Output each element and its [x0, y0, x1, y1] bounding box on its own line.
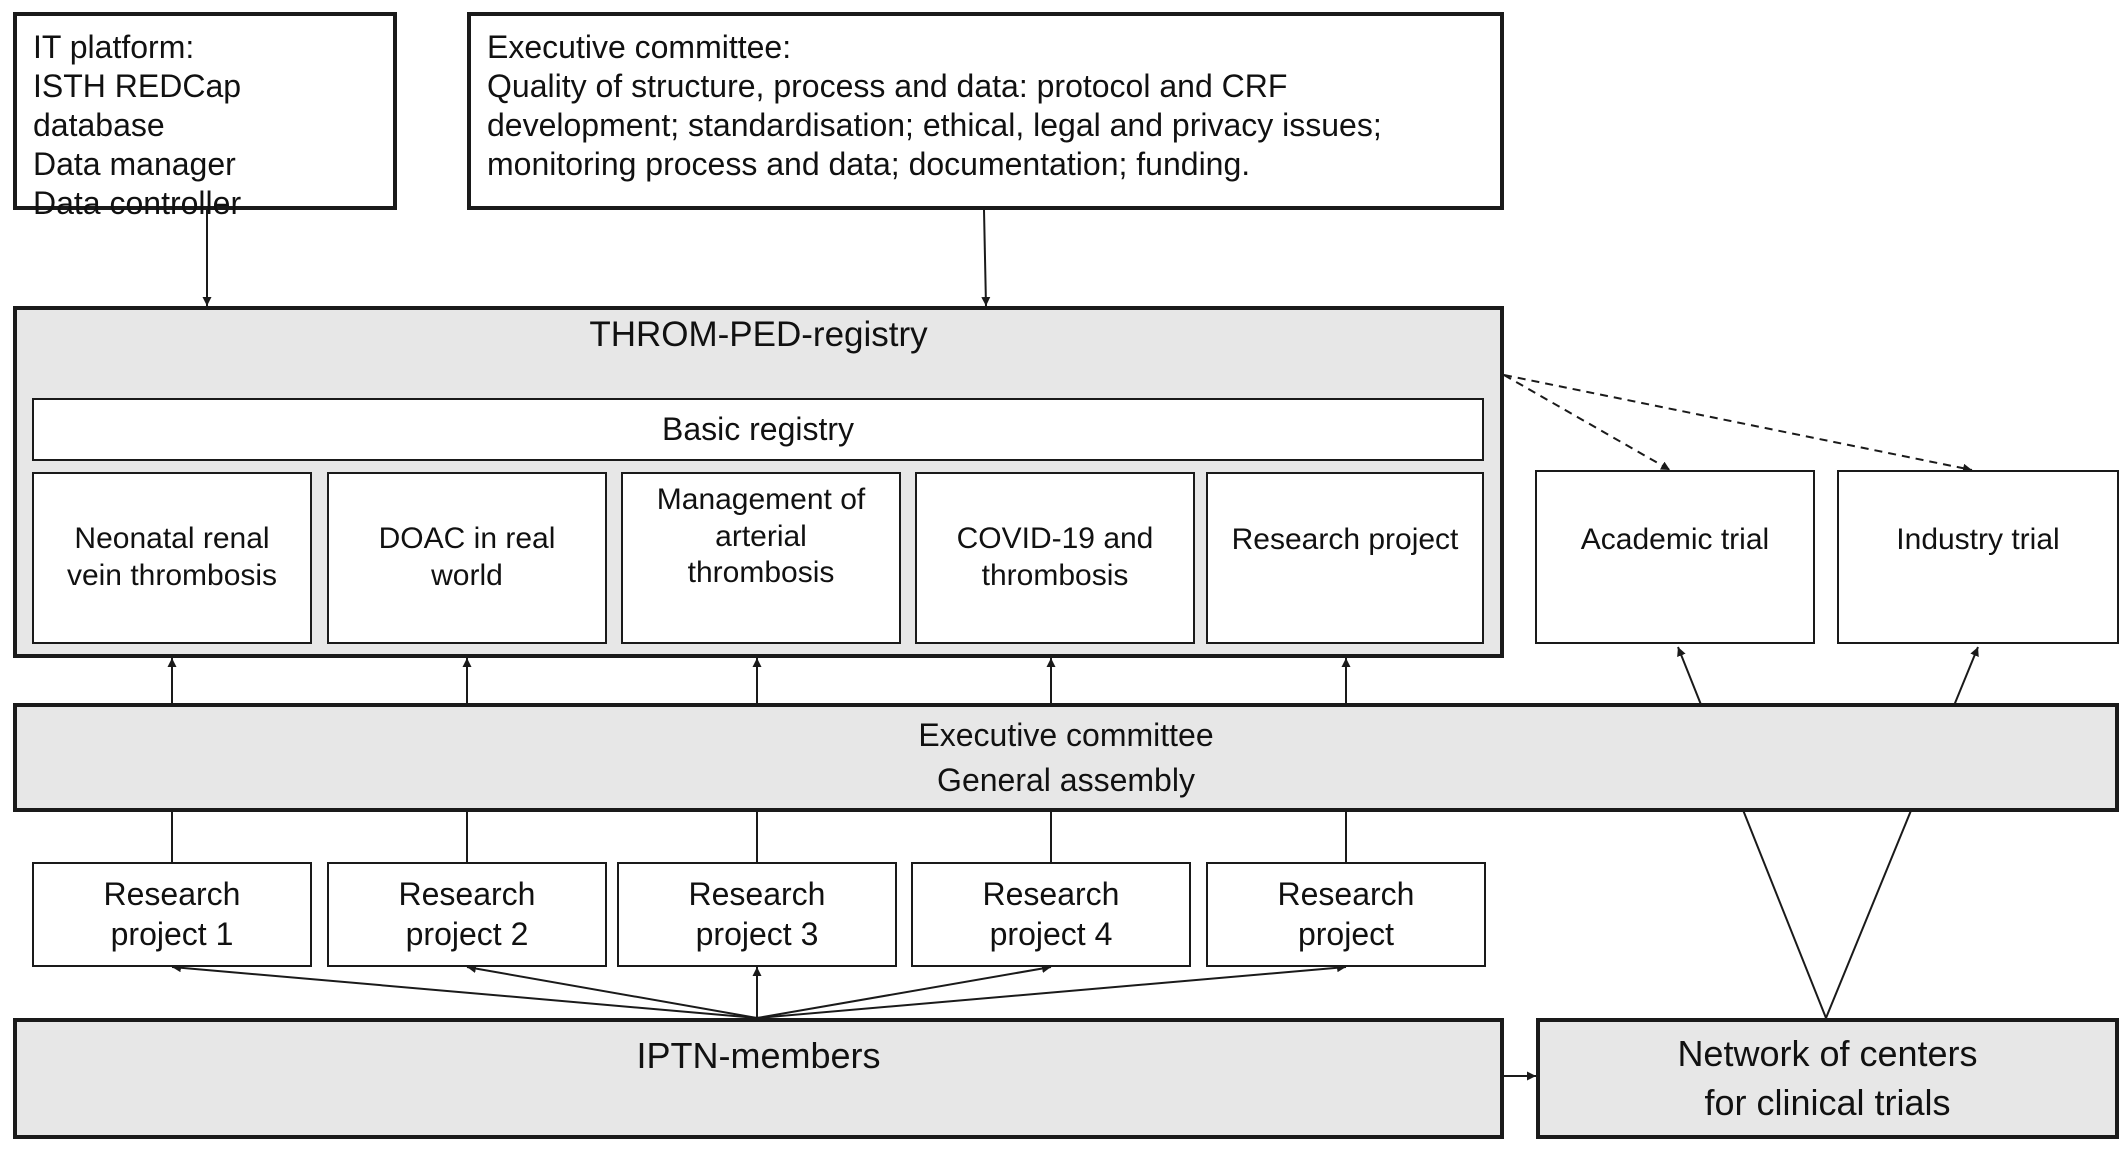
industry-trial-box: Industry trial: [1837, 470, 2119, 644]
edge-iptn-to-project-4: [756, 964, 1052, 1019]
iptn-members-box: IPTN-members: [13, 1018, 1504, 1139]
network-line: Network of centers: [1677, 1032, 1978, 1074]
project-line: project 3: [695, 915, 819, 952]
project-line: project: [1297, 915, 1395, 952]
project-line: project 2: [405, 915, 529, 952]
executive-top-line: Quality of structure, process and data: …: [487, 68, 1288, 105]
module-line: thrombosis: [687, 556, 835, 590]
module-line: world: [431, 559, 503, 592]
registry-title: THROM-PED-registry: [589, 315, 928, 354]
industry-trial-label: Industry trial: [1896, 523, 2060, 556]
edge-iptn-to-project-5: [756, 963, 1347, 1019]
module-line: Research project: [1231, 523, 1459, 556]
module-box-neonatal: Neonatal renal vein thrombosis: [32, 472, 312, 644]
research-project-box-5: Research project: [1206, 862, 1486, 967]
module-box-research: Research project: [1206, 472, 1484, 644]
research-project-box-1: Research project 1: [32, 862, 312, 967]
governance-line: Executive committee: [918, 716, 1214, 753]
module-box-arterial: Management of arterial thrombosis: [621, 472, 901, 644]
module-line: DOAC in real: [378, 522, 556, 556]
it-platform-line: Data manager: [33, 146, 236, 183]
project-line: Research: [398, 876, 536, 913]
module-line: thrombosis: [981, 559, 1129, 592]
executive-top-line: development; standardisation; ethical, l…: [487, 107, 1382, 144]
edge-registry-to-industry: [1503, 374, 1973, 473]
executive-top-line: monitoring process and data; documentati…: [487, 146, 1251, 183]
basic-registry-box: Basic registry: [32, 398, 1484, 461]
module-line: Neonatal renal: [74, 522, 270, 556]
module-line: arterial: [715, 519, 807, 553]
academic-trial-box: Academic trial: [1535, 470, 1815, 644]
edge-iptn-to-project-2: [466, 964, 758, 1019]
academic-trial-label: Academic trial: [1580, 523, 1770, 556]
executive-committee-top-box: Executive committee: Quality of structur…: [467, 12, 1504, 210]
network-line: for clinical trials: [1704, 1081, 1951, 1123]
module-line: vein thrombosis: [66, 559, 278, 592]
project-line: project 4: [989, 915, 1113, 952]
module-box-covid: COVID-19 and thrombosis: [915, 472, 1195, 644]
basic-registry-label: Basic registry: [661, 410, 855, 447]
edge-iptn-to-project-1: [171, 963, 758, 1019]
it-platform-line: IT platform:: [33, 29, 195, 65]
research-project-box-3: Research project 3: [617, 862, 897, 967]
project-line: Research: [103, 876, 241, 913]
it-platform-box: IT platform: ISTH REDCap database Data m…: [13, 12, 397, 221]
edge-registry-to-academic: [1503, 374, 1671, 471]
project-line: Research: [688, 876, 826, 913]
governance-line: General assembly: [937, 761, 1195, 798]
network-centers-box: Network of centers for clinical trials: [1536, 1018, 2119, 1139]
edge-exec-to-registry: [981, 209, 991, 307]
project-line: project 1: [110, 915, 234, 952]
research-project-box-4: Research project 4: [911, 862, 1191, 967]
module-line: COVID-19 and: [956, 522, 1154, 556]
research-project-box-2: Research project 2: [327, 862, 607, 967]
project-line: Research: [982, 876, 1120, 913]
executive-top-line: Executive committee:: [487, 29, 792, 65]
it-platform-line: Data controller: [33, 185, 242, 222]
module-line: Management of: [656, 483, 866, 516]
iptn-members-label: IPTN-members: [636, 1035, 881, 1076]
governance-box: Executive committee General assembly: [13, 703, 2119, 812]
it-platform-line: ISTH REDCap database: [33, 68, 242, 144]
module-box-doac: DOAC in real world: [327, 472, 607, 644]
project-line: Research: [1277, 876, 1415, 913]
